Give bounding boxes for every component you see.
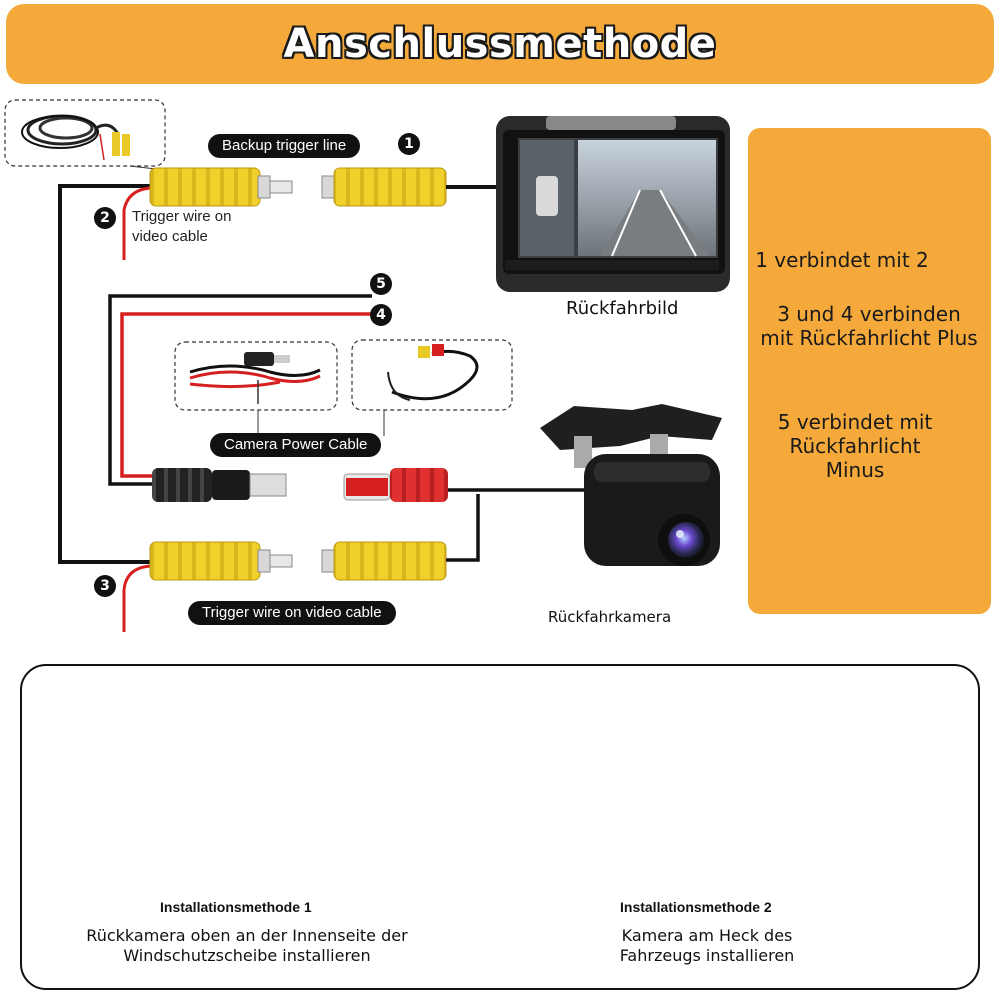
trigger-wire-label-top: Trigger wire on video cable [132, 208, 232, 245]
method-2-title: Installationsmethode 2 [620, 899, 772, 915]
header-banner: Anschlussmethode [6, 4, 994, 84]
method-2-description: Kamera am Heck des Fahrzeugs installiere… [619, 926, 795, 965]
red-trigger-wire-top [122, 186, 151, 260]
installation-methods-box: Installationsmethode 1 Rückkamera oben a… [20, 664, 980, 990]
rca-connector-top-right [321, 167, 447, 207]
camera-power-cable-label: Camera Power Cable [210, 433, 382, 457]
camera-video-wire [446, 494, 480, 562]
coiled-cable-icon [21, 114, 130, 161]
badge-1: 1 [398, 133, 420, 155]
method-1-description: Rückkamera oben an der Innenseite der Wi… [86, 926, 408, 965]
method-1-title: Installationsmethode 1 [160, 899, 312, 915]
legend-line-2: 3 und 4 verbinden mit Rückfahrlicht Plus [760, 302, 978, 350]
page-title: Anschlussmethode [283, 21, 717, 67]
red-trigger-wire-bottom [122, 564, 151, 632]
cable-preview-box [4, 99, 166, 167]
badge-2: 2 [94, 207, 116, 229]
power-cable-preview-box [174, 341, 338, 411]
dc-power-socket [343, 468, 448, 502]
car-monitor-icon [496, 116, 730, 292]
rear-camera-icon [540, 404, 722, 566]
connection-legend-panel: 1 verbindet mit 2 3 und 4 verbinden mit … [748, 128, 991, 614]
trigger-cable-preview-box [351, 339, 513, 411]
trigger-cable-icon [387, 344, 479, 401]
minus-wire [108, 294, 372, 486]
trigger-wire-label-bottom: Trigger wire on video cable [188, 601, 396, 625]
rca-connector-bottom-right [321, 541, 447, 581]
plus-wire [120, 312, 372, 478]
rca-connector-bottom-left [149, 541, 293, 581]
dc-power-plug [152, 468, 287, 502]
backup-trigger-line-label: Backup trigger line [208, 134, 361, 158]
legend-line-1: 1 verbindet mit 2 [755, 248, 929, 272]
legend-line-3: 5 verbindet mit Rückfahrlicht Minus [777, 410, 933, 482]
monitor-caption: Rückfahrbild [566, 298, 679, 319]
badge-4: 4 [370, 304, 392, 326]
rca-connector-top-left [149, 167, 293, 207]
badge-5: 5 [370, 273, 392, 295]
badge-3: 3 [94, 575, 116, 597]
power-cable-icon [189, 352, 321, 404]
camera-caption: Rückfahrkamera [548, 608, 672, 626]
